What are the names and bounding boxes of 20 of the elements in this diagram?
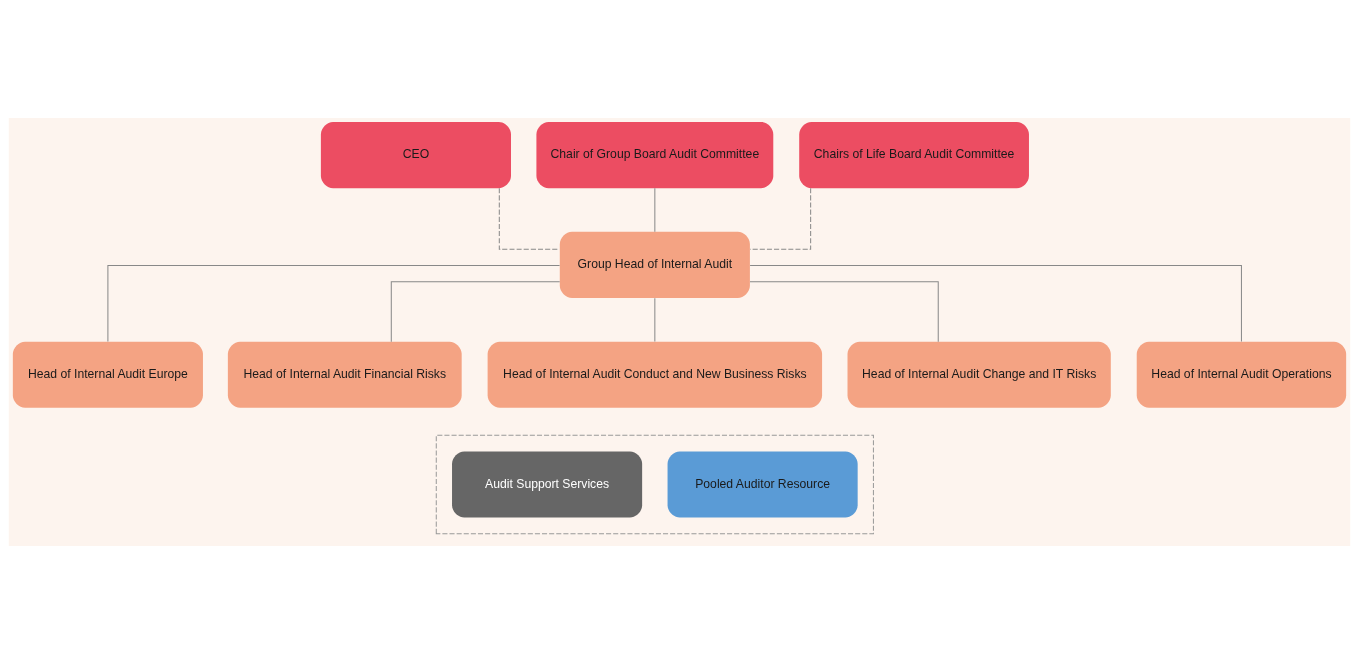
node-box: Head of Internal Audit Financial Risks: [227, 341, 462, 408]
connector: [498, 187, 560, 250]
cluster: [435, 434, 874, 534]
connector: [749, 280, 939, 342]
node-box: Head of Internal Audit Operations: [1136, 341, 1347, 408]
connector: [749, 187, 812, 250]
connector: [654, 297, 656, 342]
node-box: Head of Internal Audit Conduct and New Business Risks: [487, 341, 823, 408]
node-box: Pooled Auditor Resource: [667, 450, 858, 518]
connector: [390, 280, 561, 342]
node-box: Head of Internal Audit Change and IT Risks: [847, 341, 1111, 408]
node-box: Head of Internal Audit Europe: [12, 341, 203, 408]
connector: [654, 187, 656, 232]
node-box: Chair of Group Board Audit Committee: [536, 121, 774, 188]
connector: [749, 264, 1242, 342]
node-box: Audit Support Services: [452, 450, 643, 518]
connector: [107, 264, 561, 342]
node-box: Group Head of Internal Audit: [559, 231, 750, 298]
node-box: CEO: [320, 121, 511, 188]
node-box: Chairs of Life Board Audit Committee: [799, 121, 1029, 188]
